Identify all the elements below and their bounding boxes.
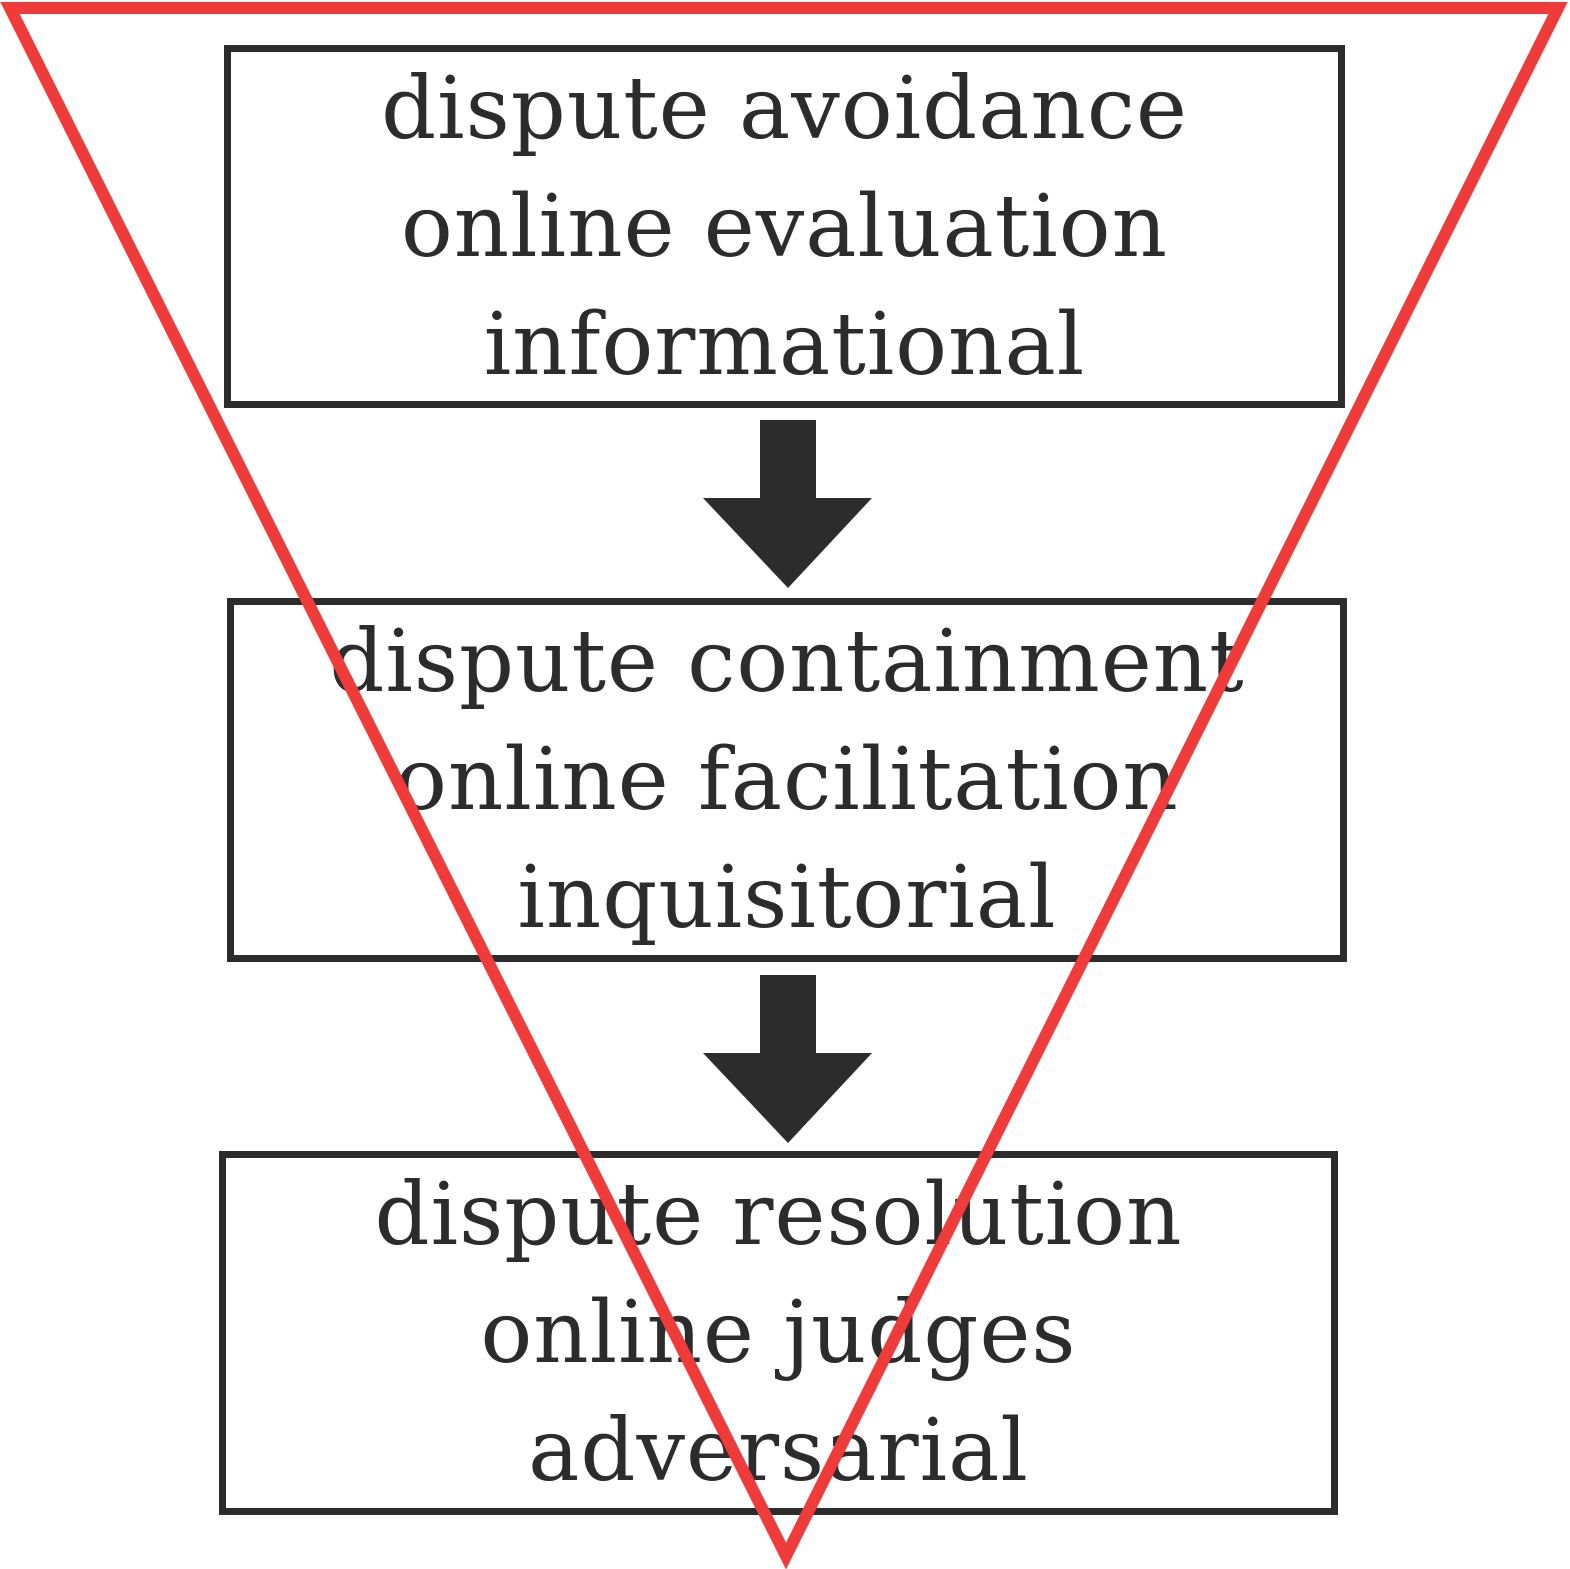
stage-2-mode: inquisitorial xyxy=(517,848,1057,948)
arrow-down-icon xyxy=(703,975,872,1143)
stage-box-resolution: dispute resolution online judges adversa… xyxy=(219,1151,1338,1515)
stage-1-title: dispute avoidance xyxy=(381,58,1188,159)
stage-1-mode: informational xyxy=(483,294,1086,395)
stage-box-containment: dispute containment online facilitation … xyxy=(227,598,1347,962)
stage-2-title: dispute containment xyxy=(329,612,1245,712)
stage-3-title: dispute resolution xyxy=(374,1165,1183,1265)
stage-3-method: online judges xyxy=(480,1283,1077,1383)
arrow-down-icon xyxy=(703,420,872,588)
stage-box-avoidance: dispute avoidance online evaluation info… xyxy=(224,45,1345,408)
stage-1-method: online evaluation xyxy=(401,176,1168,277)
stage-3-mode: adversarial xyxy=(528,1401,1029,1501)
stage-2-method: online facilitation xyxy=(395,730,1179,830)
